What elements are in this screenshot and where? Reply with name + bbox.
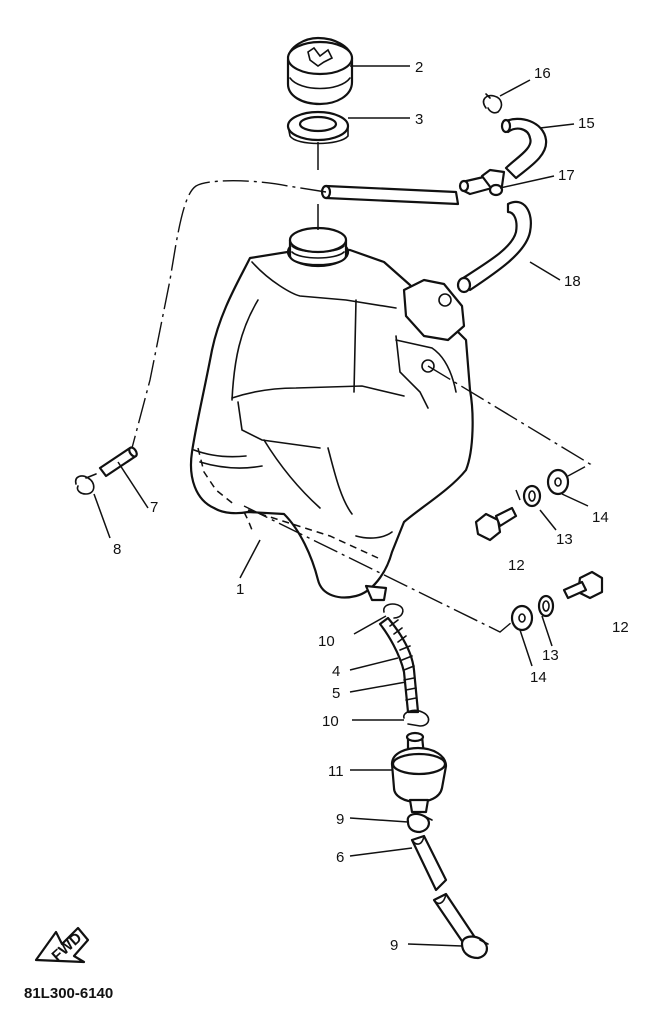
hose-clip-10-lower	[403, 709, 430, 727]
fuel-hose-6	[410, 834, 476, 946]
callout-17: 17	[558, 167, 575, 184]
callout-14-lower: 14	[530, 669, 547, 686]
mount-line-upper	[427, 365, 592, 477]
callout-4: 4	[332, 663, 340, 680]
hose-clamp-9-upper	[406, 812, 433, 834]
breather-route-line	[131, 180, 327, 449]
callout-1: 1	[236, 581, 244, 598]
callout-9-upper: 9	[336, 811, 344, 828]
callout-7: 7	[150, 499, 158, 516]
fuel-filter-11	[390, 731, 448, 814]
callout-15: 15	[578, 115, 595, 132]
breather-hose-upper	[320, 184, 460, 206]
hose-clip-8	[74, 473, 97, 495]
callout-10-upper: 10	[318, 633, 335, 650]
fuel-tank	[189, 226, 474, 602]
fuel-hose-4	[378, 616, 420, 714]
washer-13-upper	[522, 484, 542, 508]
grommet-14-lower	[510, 604, 534, 632]
callout-14-upper: 14	[592, 509, 609, 526]
fuel-cap	[286, 36, 354, 106]
callout-12-upper: 12	[508, 557, 525, 574]
callout-3: 3	[415, 111, 423, 128]
callout-16: 16	[534, 65, 551, 82]
callout-11: 11	[328, 763, 344, 780]
hose-clamp-9-lower	[460, 935, 489, 960]
mount-line-lower	[243, 505, 513, 633]
breather-hose-18	[456, 200, 532, 294]
callout-numbers: 1 2 3 4 5 6 7 8 9 9 10 10 11 12 12 13 13…	[113, 59, 629, 954]
callout-13-upper: 13	[556, 531, 573, 548]
diagram-reference-code: 81L300-6140	[24, 985, 113, 1002]
leader-lines	[93, 65, 589, 947]
callout-2: 2	[415, 59, 423, 76]
callout-9-lower: 9	[390, 937, 398, 954]
breather-tee-joint	[458, 168, 506, 197]
hose-clip-16	[482, 93, 503, 114]
washer-13-lower	[537, 594, 555, 618]
callout-13-lower: 13	[542, 647, 559, 664]
callout-8: 8	[113, 541, 121, 558]
hose-clip-10-upper	[383, 603, 404, 619]
breather-hose-15	[500, 117, 548, 180]
fwd-arrow-icon: FWD	[34, 926, 90, 965]
cap-gasket	[286, 110, 350, 145]
bolt-12-lower	[562, 570, 604, 600]
callout-12-lower: 12	[612, 619, 629, 636]
bolt-12-upper	[474, 506, 518, 542]
callout-10-lower: 10	[322, 713, 339, 730]
callout-18: 18	[564, 273, 581, 290]
drain-hose-7	[98, 446, 138, 478]
grommet-14-upper	[546, 468, 570, 496]
callout-6: 6	[336, 849, 344, 866]
callout-5: 5	[332, 685, 340, 702]
